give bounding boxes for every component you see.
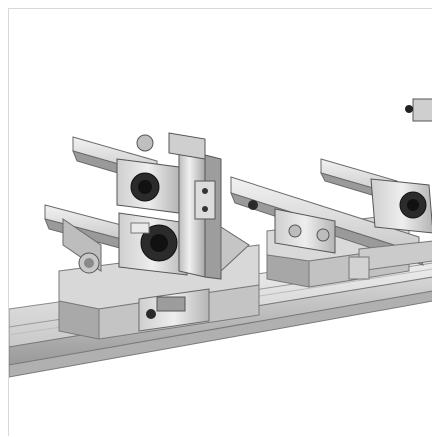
photo-frame <box>8 8 432 436</box>
machine-photo <box>9 98 432 378</box>
left-carriage <box>44 132 260 340</box>
right-carriage <box>230 98 432 288</box>
